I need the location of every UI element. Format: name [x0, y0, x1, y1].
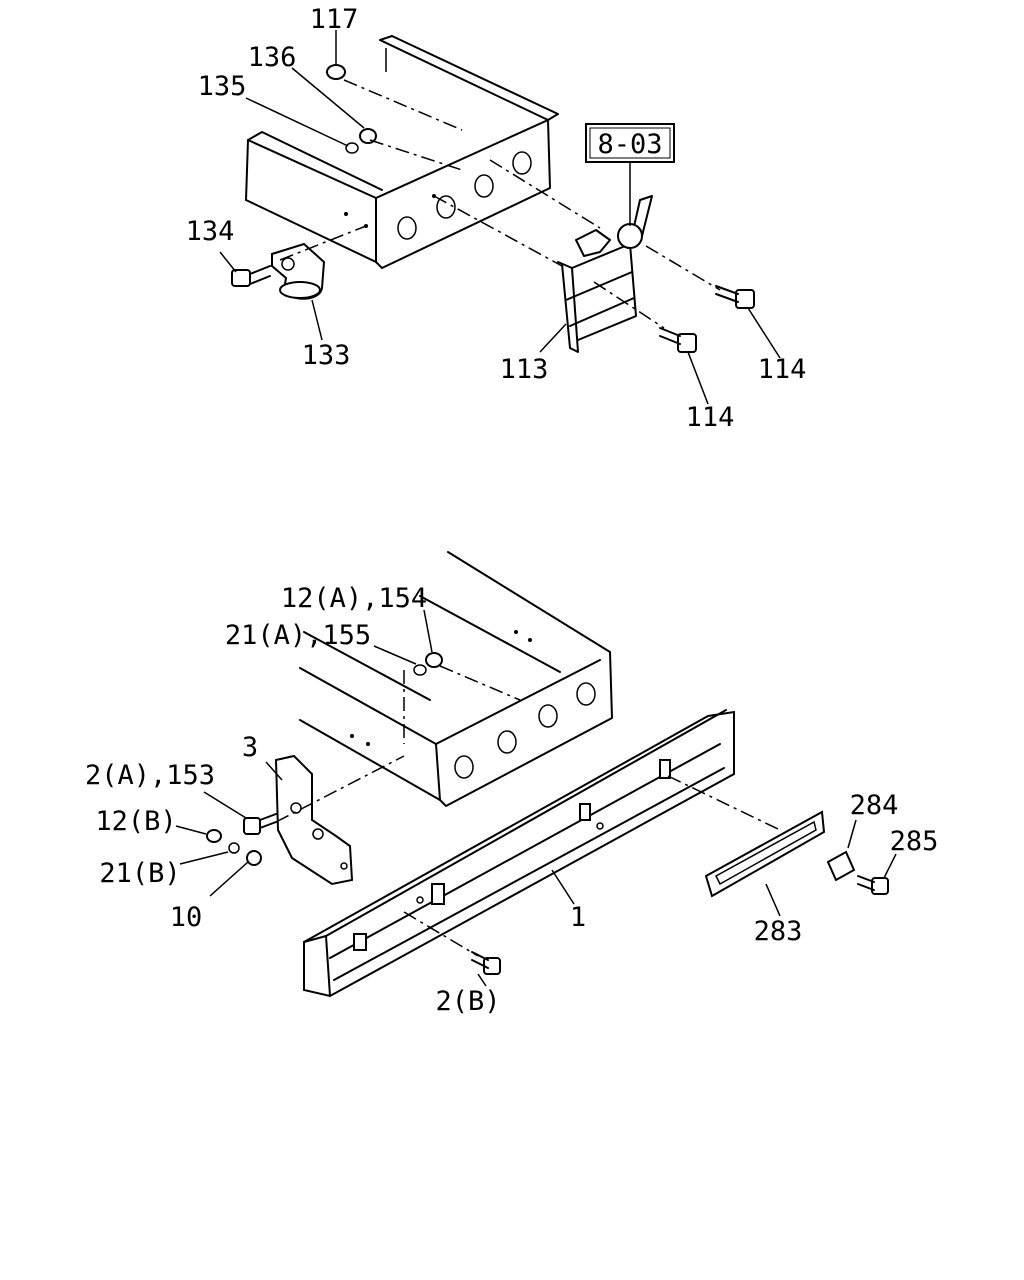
- washer-21a: [413, 664, 427, 676]
- top-leader-lines: [219, 30, 781, 405]
- callout-134: 134: [186, 216, 235, 247]
- ref-box-8-03: 8-03: [585, 123, 675, 226]
- bottom-center-lines: [275, 665, 781, 957]
- bolt-285: [857, 875, 889, 895]
- bolt-134: [231, 265, 271, 287]
- callout-21a-155: 21(A),155: [225, 620, 371, 651]
- callout-114a: 114: [758, 354, 807, 385]
- plate-283: [704, 810, 826, 898]
- bottom-leader-lines: [175, 609, 897, 987]
- callout-133: 133: [302, 340, 351, 371]
- callout-21b: 21(B): [99, 858, 180, 889]
- callout-135: 135: [198, 71, 247, 102]
- nut-12b: [206, 829, 222, 843]
- callout-117: 117: [310, 4, 359, 35]
- callout-114b: 114: [686, 402, 735, 433]
- callout-284: 284: [850, 790, 899, 821]
- callout-10: 10: [170, 902, 203, 933]
- nut-136: [359, 128, 377, 144]
- nut-117: [326, 64, 346, 80]
- callout-285: 285: [890, 826, 939, 857]
- callout-136: 136: [248, 42, 297, 73]
- bolt-114b: [659, 327, 697, 353]
- callout-113: 113: [500, 354, 549, 385]
- callout-3: 3: [242, 732, 258, 763]
- bracket-113: [557, 195, 653, 353]
- spacer-284: [826, 850, 856, 882]
- bolt-114a: [715, 285, 755, 309]
- callout-12b: 12(B): [95, 806, 176, 837]
- top-center-lines: [279, 79, 721, 329]
- callout-2a-153: 2(A),153: [85, 760, 215, 791]
- washer-21b: [228, 842, 240, 854]
- side-bracket-3: [274, 754, 354, 886]
- washer-10: [246, 850, 262, 866]
- washer-135: [345, 142, 359, 154]
- bumper-1: [303, 709, 735, 998]
- frame-rail-bottom: [299, 551, 613, 807]
- callout-2b: 2(B): [435, 986, 500, 1017]
- bolt-2a: [243, 813, 277, 835]
- callout-12a-154: 12(A),154: [281, 583, 427, 614]
- bolt-2b: [471, 951, 501, 975]
- ref-box-label: 8-03: [597, 129, 662, 160]
- callout-1: 1: [570, 902, 586, 933]
- nut-12a: [425, 652, 443, 668]
- callout-283: 283: [754, 916, 803, 947]
